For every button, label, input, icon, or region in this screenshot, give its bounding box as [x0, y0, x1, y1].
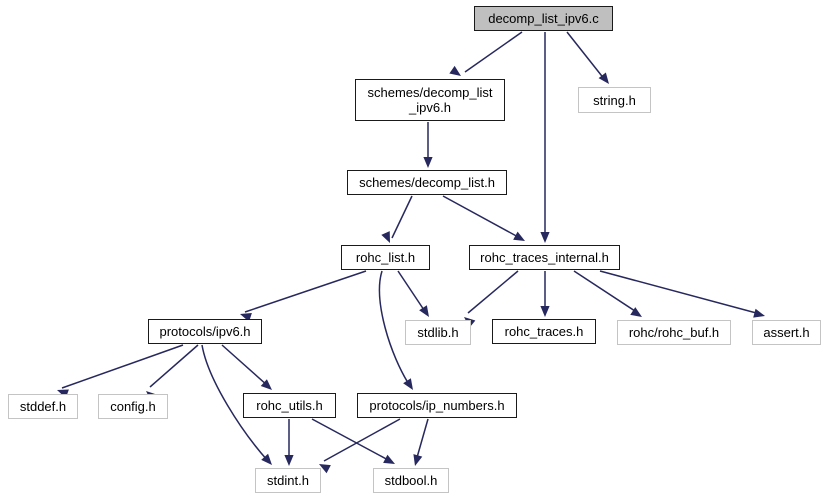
graph-node-decomp-list-ipv6-c[interactable]: decomp_list_ipv6.c: [474, 6, 613, 31]
edge-protocols_ipv6_h-to-stddef_h: [61, 344, 184, 389]
graph-node-label: protocols/ipv6.h: [159, 324, 251, 339]
edge-decomp_list_ipv6_c-to-schemes_decomp_list_ipv6_h: [464, 31, 523, 73]
graph-node-label: protocols/ip_numbers.h: [369, 398, 505, 413]
graph-node-rohc-utils-h[interactable]: rohc_utils.h: [243, 393, 336, 418]
edge-rohc_list_h-to-stdlib_h: [397, 270, 427, 314]
edge-schemes_decomp_list_h-to-rohc_list_h: [391, 195, 413, 239]
graph-node-label: rohc_utils.h: [256, 398, 323, 413]
graph-node-stddef-h[interactable]: stddef.h: [8, 394, 78, 419]
arrowhead-schemes_decomp_list_ipv6_h-to-schemes_decomp_list_h: [423, 157, 433, 168]
edge-protocols_ipv6_h-to-rohc_utils_h: [221, 344, 269, 387]
edge-schemes_decomp_list_h-to-rohc_traces_internal_h: [442, 195, 521, 239]
graph-node-label: rohc/rohc_buf.h: [628, 325, 720, 340]
arrowhead-rohc_traces_internal_h-to-rohc_traces_h: [540, 306, 550, 317]
graph-node-label: rohc_list.h: [355, 250, 416, 265]
edge-decomp_list_ipv6_c-to-string_h: [566, 31, 606, 81]
graph-node-config-h[interactable]: config.h: [98, 394, 168, 419]
graph-node-label: stdbool.h: [384, 473, 438, 488]
arrowhead-protocols_ipv6_h-to-rohc_utils_h: [260, 379, 272, 390]
graph-node-label: stddef.h: [19, 399, 67, 414]
graph-node-label: rohc_traces.h: [504, 324, 584, 339]
arrowhead-decomp_list_ipv6_c-to-rohc_traces_internal_h: [540, 232, 550, 243]
arrowhead-schemes_decomp_list_h-to-rohc_traces_internal_h: [513, 231, 525, 241]
arrowhead-rohc_list_h-to-stdlib_h: [419, 305, 429, 317]
graph-node-rohc-rohc-buf-h[interactable]: rohc/rohc_buf.h: [617, 320, 731, 345]
arrowhead-rohc_traces_internal_h-to-rohc_rohc_buf_h: [630, 307, 642, 317]
edge-rohc_traces_internal_h-to-stdlib_h: [467, 270, 519, 314]
arrowhead-rohc_list_h-to-protocols_ip_numbers_h: [403, 378, 413, 390]
arrowhead-schemes_decomp_list_h-to-rohc_list_h: [381, 231, 390, 243]
graph-node-label: decomp_list_ipv6.c: [488, 11, 599, 26]
graph-node-protocols-ipv6-h[interactable]: protocols/ipv6.h: [148, 319, 262, 344]
arrowhead-protocols_ip_numbers_h-to-stdbool_h: [413, 454, 423, 466]
graph-node-label: string.h: [593, 92, 636, 108]
edge-rohc_traces_internal_h-to-assert_h: [599, 270, 761, 315]
arrowhead-rohc_utils_h-to-stdbool_h: [383, 454, 395, 464]
edge-rohc_list_h-to-protocols_ipv6_h: [244, 270, 367, 313]
graph-node-stdint-h[interactable]: stdint.h: [255, 468, 321, 493]
edge-protocols_ip_numbers_h-to-stdbool_h: [415, 418, 429, 462]
arrowhead-protocols_ipv6_h-to-stdint_h: [261, 453, 272, 465]
graph-node-assert-h[interactable]: assert.h: [752, 320, 821, 345]
graph-node-stdlib-h[interactable]: stdlib.h: [405, 320, 471, 345]
graph-node-protocols-ip-numbers-h[interactable]: protocols/ip_numbers.h: [357, 393, 517, 418]
graph-node-label: rohc_traces_internal.h: [480, 250, 609, 265]
graph-node-label: stdlib.h: [417, 325, 459, 340]
graph-node-rohc-list-h[interactable]: rohc_list.h: [341, 245, 430, 270]
graph-node-rohc-traces-h[interactable]: rohc_traces.h: [492, 319, 596, 344]
graph-node-label: schemes/decomp_list.h: [359, 175, 495, 190]
graph-node-rohc-traces-internal-h[interactable]: rohc_traces_internal.h: [469, 245, 620, 270]
arrowhead-decomp_list_ipv6_c-to-string_h: [598, 72, 609, 84]
graph-node-schemes-decomp-list-h[interactable]: schemes/decomp_list.h: [347, 170, 507, 195]
graph-node-label: assert.h: [763, 325, 810, 340]
edge-protocols_ip_numbers_h-to-stdint_h: [323, 418, 401, 462]
graph-node-label: config.h: [110, 399, 156, 414]
graph-node-stdbool-h[interactable]: stdbool.h: [373, 468, 449, 493]
graph-node-schemes-decomp-list-ipv6-h[interactable]: schemes/decomp_list _ipv6.h: [355, 79, 505, 121]
graph-node-label: stdint.h: [267, 473, 309, 488]
edge-rohc_traces_internal_h-to-rohc_rohc_buf_h: [573, 270, 639, 314]
arrowhead-rohc_utils_h-to-stdint_h: [284, 455, 294, 466]
edge-protocols_ipv6_h-to-config_h: [149, 344, 199, 388]
graph-node-label: schemes/decomp_list _ipv6.h: [367, 85, 493, 115]
edge-rohc_utils_h-to-stdbool_h: [311, 418, 391, 462]
arrowhead-decomp_list_ipv6_c-to-schemes_decomp_list_ipv6_h: [449, 65, 461, 76]
arrowhead-rohc_traces_internal_h-to-assert_h: [753, 308, 765, 318]
graph-node-string-h[interactable]: string.h: [578, 87, 651, 113]
